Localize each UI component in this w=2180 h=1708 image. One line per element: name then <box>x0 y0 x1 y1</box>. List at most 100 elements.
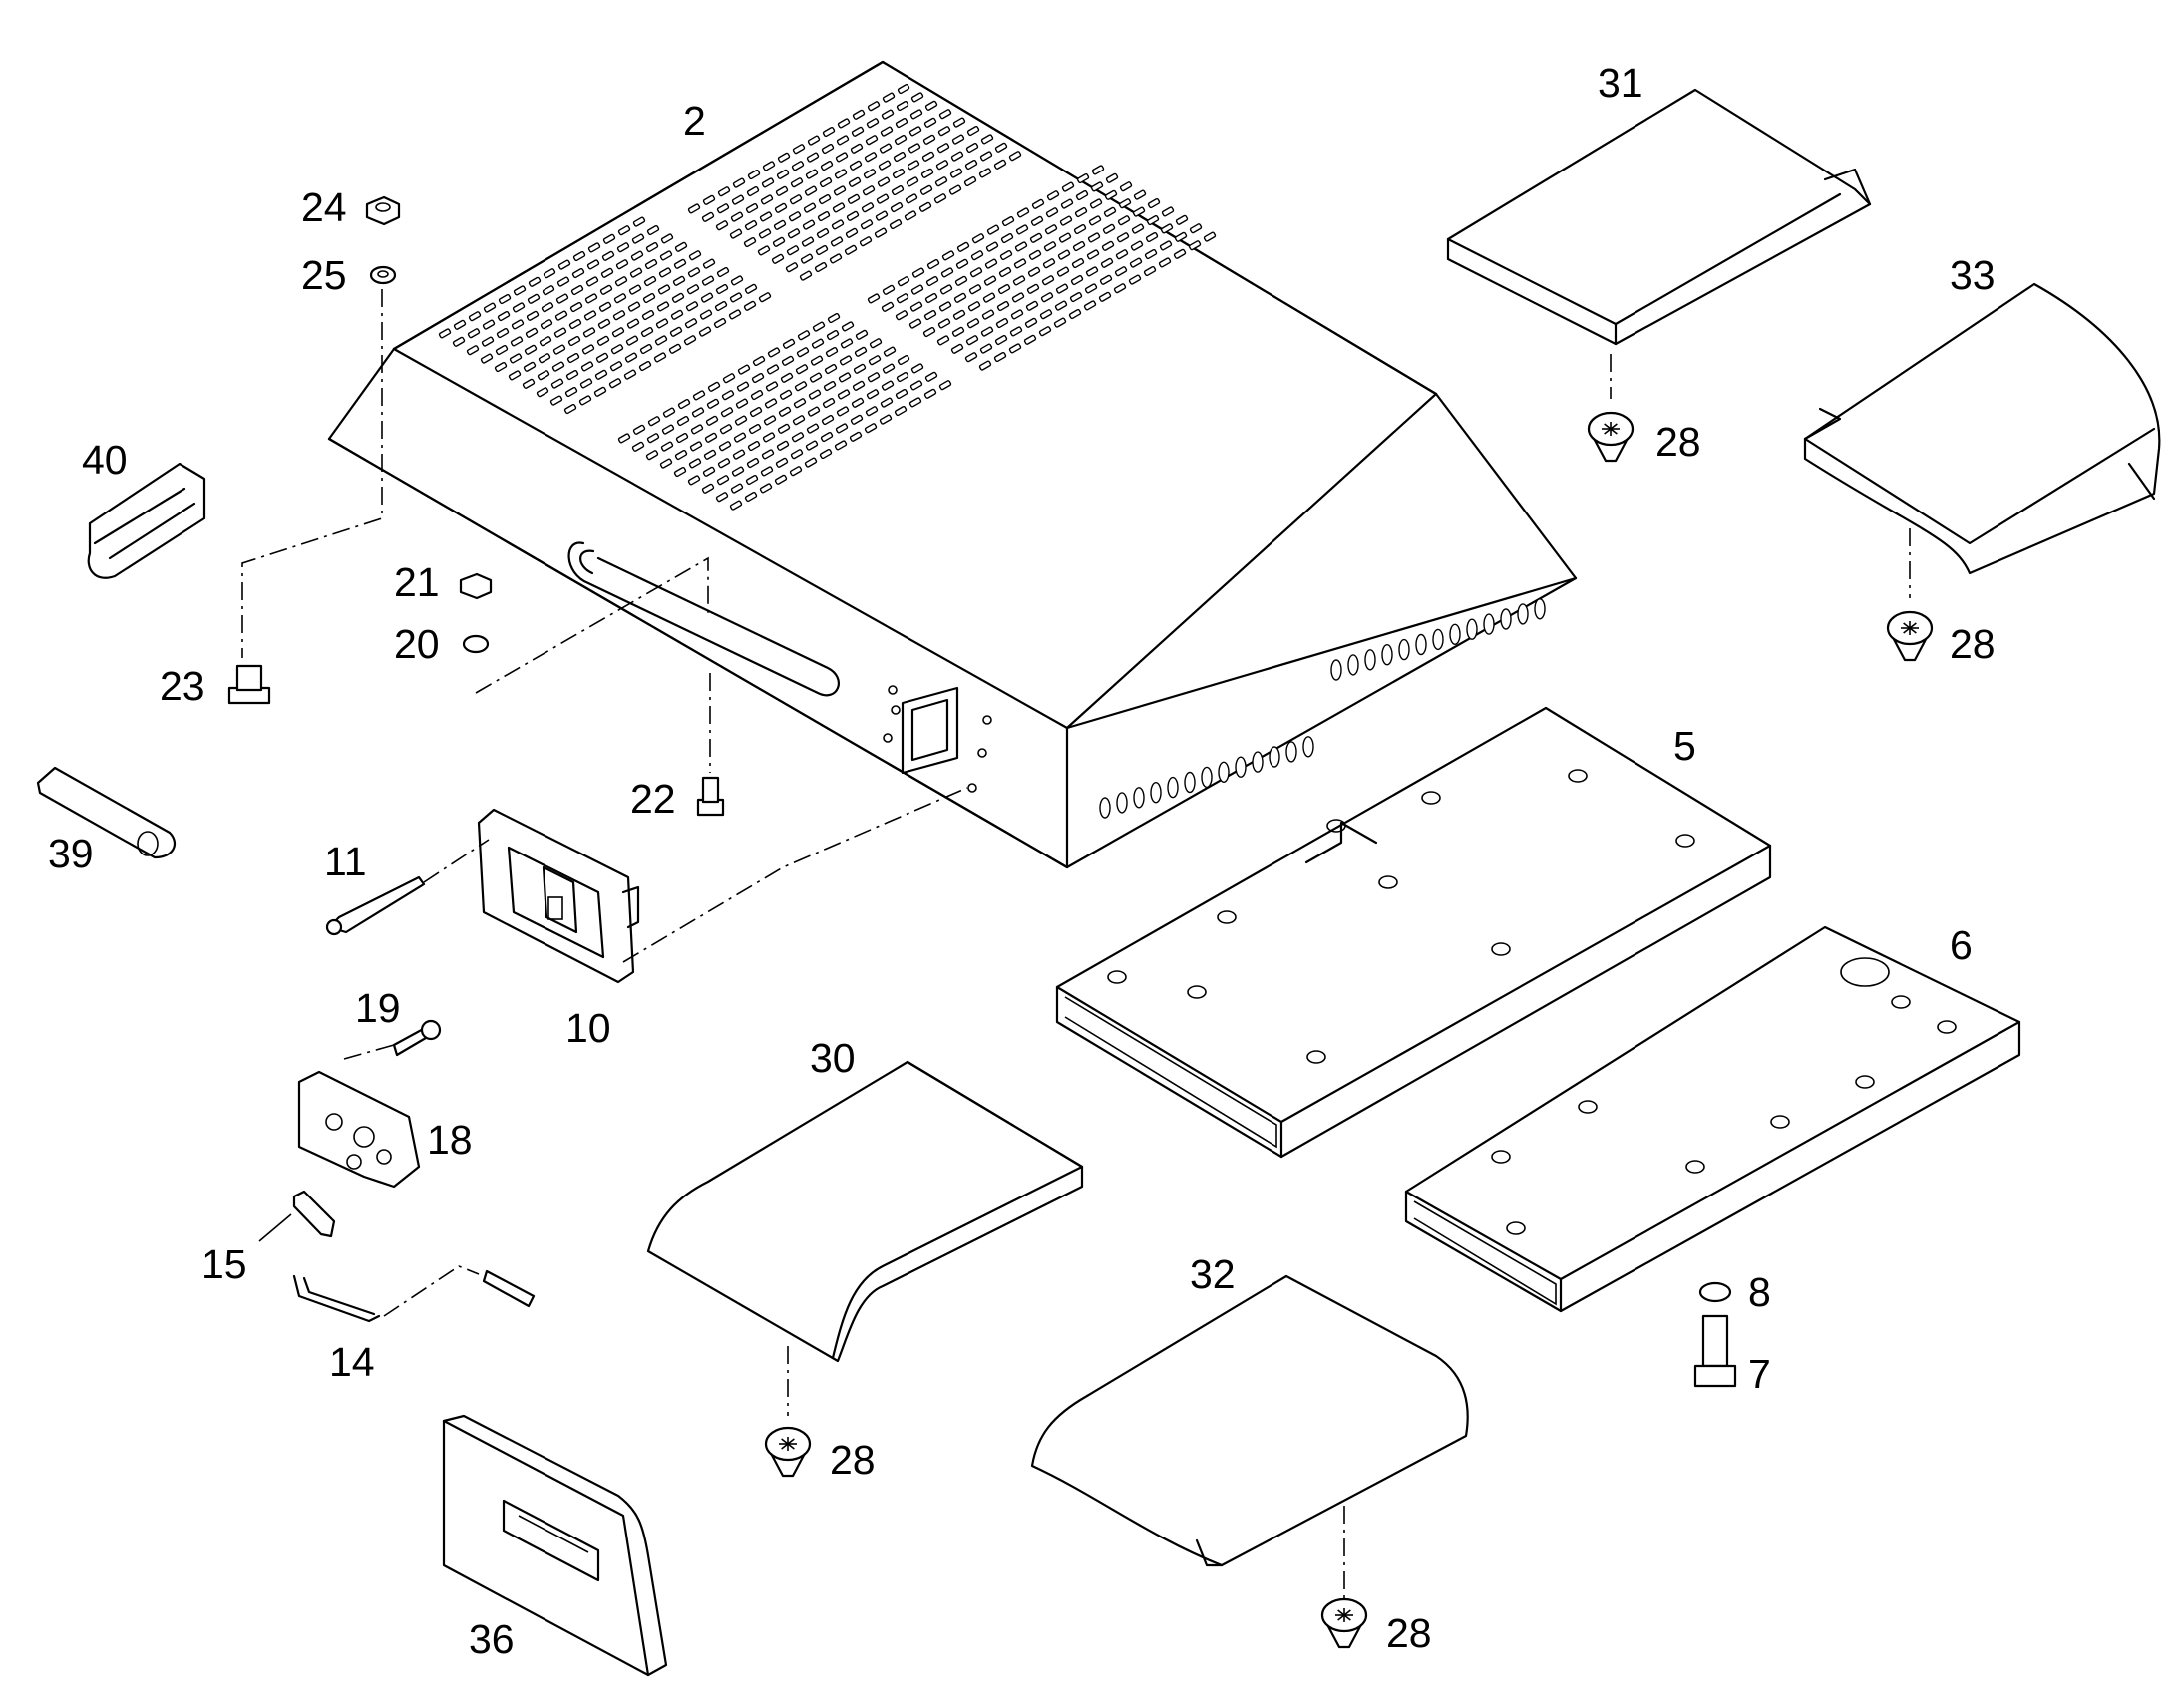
vent-slot <box>909 380 923 391</box>
plate-hole <box>1187 985 1207 999</box>
vent-slot <box>951 134 965 145</box>
vent-slot <box>1099 274 1113 285</box>
vent-slot <box>1008 343 1022 354</box>
vent-slot <box>761 449 775 460</box>
vent-slot <box>747 169 761 180</box>
vent-slot <box>980 326 994 337</box>
vent-slot <box>776 169 790 179</box>
vent-slot <box>1044 224 1058 235</box>
callout-28: 28 <box>1950 621 1996 667</box>
vent-slot <box>820 431 834 443</box>
vent-slot <box>509 353 523 364</box>
vent-slot <box>554 310 568 321</box>
vent-slot <box>803 202 817 213</box>
vent-slot <box>1027 266 1041 277</box>
vent-slot <box>692 390 706 401</box>
vent-slot <box>453 319 467 330</box>
side-vent-slot <box>1364 649 1376 671</box>
vent-slot <box>512 302 526 313</box>
vent-slot <box>911 267 925 278</box>
vent-slot <box>938 380 952 391</box>
vent-slot <box>452 336 466 347</box>
part-21-nut <box>459 572 493 600</box>
vent-slot <box>790 177 804 188</box>
vent-slot <box>688 250 702 261</box>
vent-slot <box>687 267 701 278</box>
vent-slot <box>938 301 952 312</box>
vent-slot <box>748 423 762 435</box>
vent-slot <box>851 397 865 408</box>
vent-slot <box>1173 248 1187 259</box>
plate-hole <box>1107 970 1127 984</box>
vent-slot <box>953 292 967 303</box>
vent-slot <box>691 407 705 418</box>
vent-slot <box>954 275 968 286</box>
vent-slot <box>985 241 999 252</box>
vent-slot <box>702 194 716 205</box>
vent-slot <box>878 160 892 171</box>
vent-slot <box>880 397 894 408</box>
vent-slot <box>920 168 934 178</box>
vent-slot <box>851 126 865 137</box>
vent-slot <box>526 310 540 321</box>
vent-slot <box>687 203 701 214</box>
part-33-pad <box>1803 282 2161 575</box>
vent-slot <box>868 355 882 366</box>
vent-slot <box>481 336 495 347</box>
vent-slot <box>978 360 992 371</box>
vent-slot <box>646 433 660 444</box>
vent-slot <box>825 346 839 358</box>
plate-hole <box>1306 1050 1326 1064</box>
vent-slot <box>869 338 883 349</box>
vent-slot <box>897 276 910 287</box>
callout-28: 28 <box>1386 1610 1432 1656</box>
vent-slot <box>1129 257 1143 268</box>
vent-slot <box>579 378 593 389</box>
vent-slot <box>832 202 846 213</box>
vent-slot <box>566 352 580 364</box>
part-28-bumpers <box>764 411 1934 1649</box>
side-vent-slot <box>1517 603 1529 625</box>
vent-slot <box>1058 232 1072 243</box>
plate-holes <box>1107 769 1695 1064</box>
vent-slot <box>834 169 848 179</box>
vent-slot <box>1091 165 1105 175</box>
vent-slot <box>717 458 731 469</box>
vent-slot <box>866 118 880 129</box>
vent-slot <box>599 284 613 295</box>
vent-slot <box>585 276 599 287</box>
vent-slot <box>890 201 904 213</box>
vent-slot <box>728 309 742 320</box>
vent-slot <box>895 310 908 321</box>
side-vent-slot <box>1252 751 1264 773</box>
vent-slot <box>673 258 687 269</box>
vent-slot <box>602 233 616 244</box>
vent-slot <box>587 242 601 253</box>
vent-slot <box>1042 258 1056 269</box>
vent-slot <box>571 267 585 279</box>
vent-grilles <box>438 83 1217 511</box>
vent-slot <box>638 360 652 372</box>
vent-slot <box>882 363 896 374</box>
vent-slot <box>979 151 993 162</box>
vent-slot <box>673 466 687 478</box>
vent-slot <box>715 283 729 295</box>
callout-2: 2 <box>683 98 706 144</box>
vent-slot <box>1046 190 1060 201</box>
vent-slot <box>582 327 596 338</box>
plate-hole <box>1491 1150 1511 1164</box>
vent-slot <box>910 284 924 295</box>
vent-slot <box>810 355 824 366</box>
part-11-screw <box>325 875 426 936</box>
vent-slot <box>966 125 980 137</box>
vent-slot <box>672 275 686 286</box>
vent-slot <box>538 353 551 364</box>
vent-slot <box>831 219 845 230</box>
vent-slot <box>615 259 629 270</box>
callout-11: 11 <box>324 839 367 884</box>
vent-slot <box>628 284 642 295</box>
vent-slot <box>438 328 452 339</box>
vent-slot <box>1118 198 1132 209</box>
vent-slot <box>1104 189 1118 200</box>
vent-slot <box>776 440 790 451</box>
